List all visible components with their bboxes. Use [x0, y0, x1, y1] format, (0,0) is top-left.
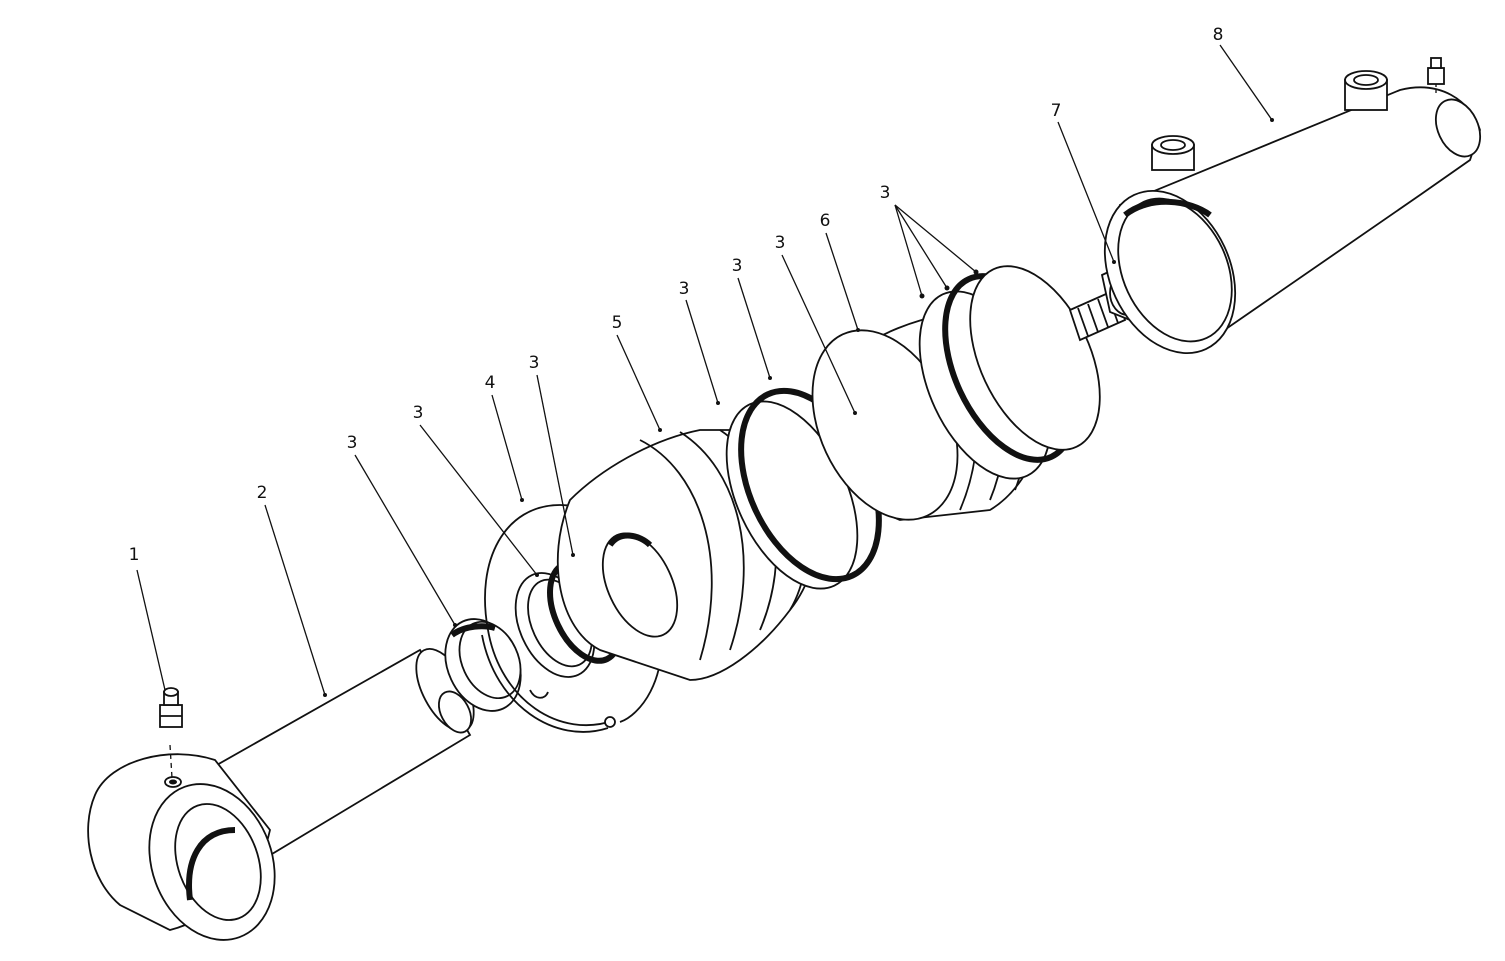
callout-3: 3 — [775, 233, 786, 253]
callout-3: 3 — [413, 403, 424, 423]
callout-labels: 1 2 3 3 4 3 5 3 3 3 6 3 7 8 — [129, 25, 1224, 565]
callout-3: 3 — [880, 183, 891, 203]
barrel-port-lower — [1151, 135, 1195, 171]
leader-lines — [136, 44, 1273, 696]
callout-7: 7 — [1051, 101, 1062, 121]
grease-fitting-1 — [159, 687, 183, 728]
rod-assembly — [87, 648, 475, 941]
leader-dots — [323, 118, 1274, 697]
callout-8: 8 — [1213, 25, 1224, 45]
barrel-8 — [1103, 70, 1482, 355]
barrel-port-upper — [1344, 70, 1388, 111]
callout-3: 3 — [679, 279, 690, 299]
callout-2: 2 — [257, 483, 268, 503]
wiper-seal — [444, 618, 522, 712]
piston-rings — [918, 265, 1101, 480]
callout-1: 1 — [129, 545, 140, 565]
callout-3: 3 — [347, 433, 358, 453]
callout-3: 3 — [732, 256, 743, 276]
callout-5: 5 — [612, 313, 623, 333]
callout-3: 3 — [529, 353, 540, 373]
grease-fitting-8 — [1427, 57, 1445, 96]
callout-4: 4 — [485, 373, 496, 393]
callout-6: 6 — [820, 211, 831, 231]
